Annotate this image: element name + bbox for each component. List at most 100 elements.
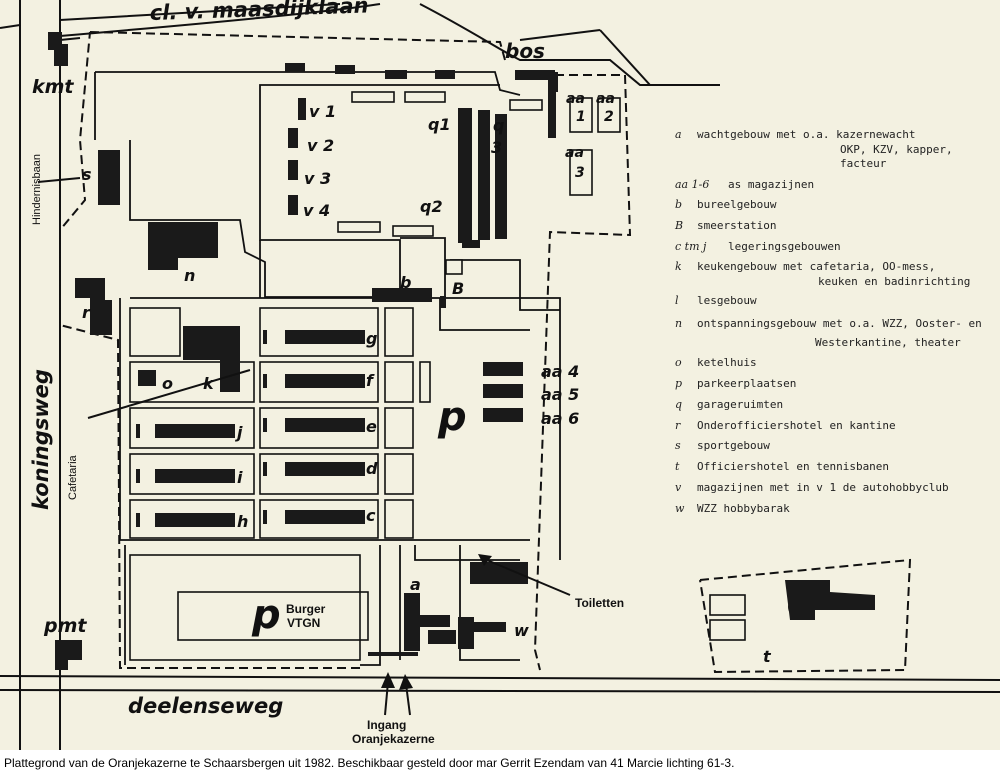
label-d: d: [366, 459, 378, 478]
label-hindernisbaan: Hindernisbaan: [31, 154, 43, 225]
legend-text: magazijnen met in v 1 de autohobbyclub: [697, 481, 949, 494]
legend-text: keuken en badinrichting: [818, 275, 970, 288]
label-vtgn: VTGN: [287, 616, 320, 630]
legend-text: Westerkantine, theater: [815, 336, 961, 349]
light-strips: [337, 91, 621, 275]
legend-key: c tm j: [675, 240, 707, 253]
legend-text: ketelhuis: [697, 356, 757, 369]
label-v1: v 1: [309, 102, 336, 121]
legend-key: k: [675, 260, 682, 273]
legend-key: s: [675, 439, 681, 452]
legend-key: p: [675, 377, 682, 390]
ingang-arrow-right: [405, 683, 411, 716]
label-v3: v 3: [304, 169, 331, 188]
label-aa-2: aa: [596, 91, 615, 107]
label-aa-1: aa: [566, 91, 585, 107]
bos-road: [519, 29, 651, 86]
label-burger: Burger: [286, 602, 326, 616]
label-f: f: [366, 371, 375, 390]
legend-key: o: [675, 356, 682, 369]
label-oranjekazerne: Oranjekazerne: [352, 732, 435, 746]
legend-key: aa 1-6: [675, 178, 709, 191]
legend-text: keukengebouw met cafetaria, OO-mess,: [697, 260, 935, 273]
label-pmt: pmt: [43, 615, 87, 637]
toiletten-pointer: [481, 557, 571, 596]
legend-key: q: [675, 398, 682, 411]
cafetaria-pointer: [87, 369, 251, 419]
label-v4: v 4: [303, 201, 330, 220]
label-e: e: [366, 417, 377, 436]
legend-text: OKP, KZV, kapper,: [840, 143, 953, 156]
internal-roads: [94, 71, 561, 666]
label-aa4: aa 4: [541, 362, 579, 381]
legend-text: garageruimten: [697, 398, 783, 411]
label-j: j: [234, 423, 243, 442]
legend-text: sportgebouw: [697, 439, 770, 452]
label-n: n: [184, 266, 195, 285]
label-aa3: 3: [575, 165, 585, 181]
legend-key: n: [675, 317, 682, 330]
label-c: c: [366, 506, 376, 525]
maasdijklaan-line-top: [0, 3, 341, 29]
label-h: h: [237, 512, 248, 531]
label-o: o: [162, 374, 173, 393]
deelenseweg-line-top: [0, 675, 1000, 681]
label-cafetaria: Cafetaria: [67, 454, 79, 500]
road-label-deelenseweg: deelenseweg: [128, 694, 283, 718]
label-k: k: [203, 374, 215, 393]
label-B: B: [452, 279, 464, 298]
label-bos: bos: [505, 39, 545, 63]
label-t: t: [763, 647, 772, 666]
label-q1: q1: [428, 115, 451, 134]
deelenseweg-line-bottom: [0, 689, 1000, 693]
maasdijklaan-line-bottom: [59, 3, 720, 86]
label-b: b: [400, 273, 411, 292]
label-g: g: [366, 329, 377, 348]
label-q3: 3: [491, 138, 502, 157]
legend-text: Onderofficiershotel en kantine: [697, 419, 896, 432]
label-q: q: [493, 116, 504, 135]
legend-key: b: [675, 198, 682, 211]
label-aa2: 2: [604, 109, 614, 125]
legend-text: ontspanningsgebouw met o.a. WZZ, Ooster-…: [697, 317, 982, 330]
legend-text: parkeerplaatsen: [697, 377, 796, 390]
maasdijklaan-stub: [59, 37, 81, 41]
label-r: r: [82, 303, 91, 322]
legend-key: v: [675, 481, 682, 494]
label-s: s: [82, 165, 92, 184]
legend-key: l: [675, 294, 679, 307]
label-parking-burger: p: [251, 592, 281, 638]
label-aa5: aa 5: [541, 385, 579, 404]
dark-buildings: [48, 32, 875, 670]
label-i: i: [237, 468, 243, 487]
label-v2: v 2: [307, 136, 334, 155]
legend-text: smeerstation: [697, 219, 776, 232]
legend-key: a: [675, 128, 682, 141]
label-aa1: 1: [576, 109, 586, 125]
building-labels: s n r o k b B a w t v 1 v 2 v 3 v 4 q1 q…: [82, 91, 772, 666]
road-label-koningsweg: koningsweg: [29, 369, 53, 510]
label-q2: q2: [420, 197, 443, 216]
arrowheads: [381, 554, 492, 690]
legend-text: as magazijnen: [728, 178, 814, 191]
legend-key: B: [674, 219, 683, 232]
legend-text: lesgebouw: [697, 294, 757, 307]
legend-text: bureelgebouw: [697, 198, 777, 211]
label-w: w: [514, 621, 529, 640]
legend-key: r: [675, 419, 681, 432]
site-plan-map: cl. v. maasdijklaan koningsweg deelensew…: [0, 0, 1000, 750]
label-aa-3: aa: [565, 145, 584, 161]
legend-key: t: [675, 460, 680, 473]
label-ingang: Ingang: [367, 718, 406, 732]
label-a: a: [410, 575, 421, 594]
road-lines: [0, 0, 1000, 750]
hindernisbaan-pointer: [37, 177, 81, 183]
legend-text: Officiershotel en tennisbanen: [697, 460, 889, 473]
label-aa6: aa 6: [541, 409, 579, 428]
tennis-perimeter: [699, 558, 912, 674]
label-parking-central: p: [437, 394, 467, 440]
legend-text: WZZ hobbybarak: [697, 502, 790, 515]
legend-key: w: [675, 502, 685, 515]
label-toiletten: Toiletten: [575, 596, 624, 610]
